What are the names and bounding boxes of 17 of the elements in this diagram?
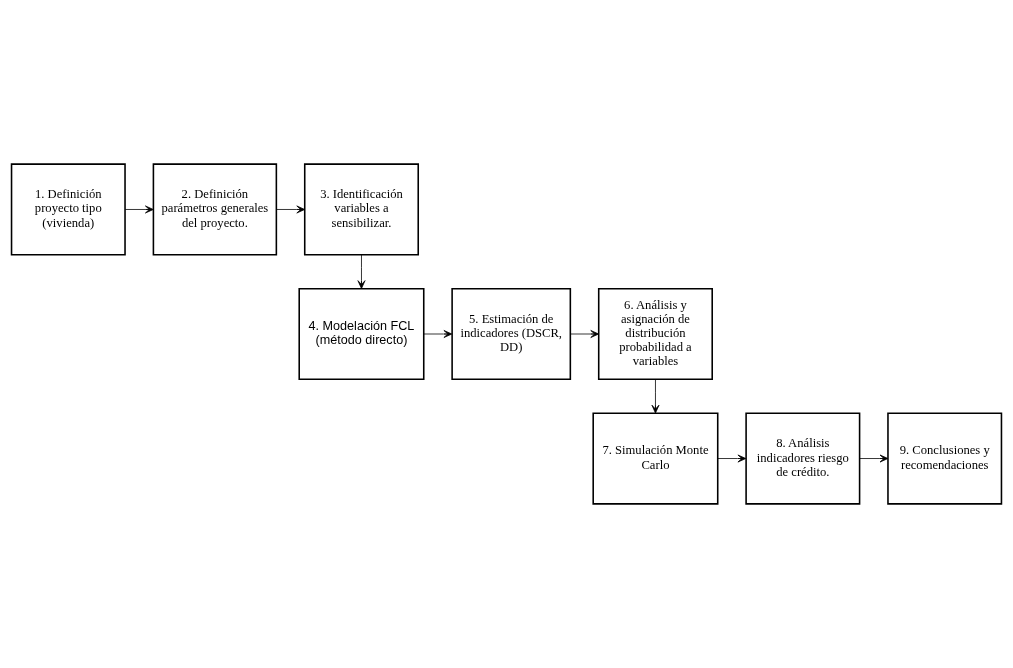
node-box: 7. Simulación Monte Carlo xyxy=(592,412,719,505)
arrow xyxy=(423,330,453,338)
node-box: 6. Análisis y asignación de distribución probabilidad a variables xyxy=(597,287,713,381)
node-box: 5. Estimación de indicadores (DSCR, DD) xyxy=(451,287,572,381)
arrow xyxy=(276,205,306,214)
arrow xyxy=(651,379,660,414)
node-box: 3. Identificación variables a sensibilizar. xyxy=(303,163,420,256)
arrow xyxy=(717,454,747,463)
node-box: 8. Análisis indicadores riesgo de crédito. xyxy=(745,412,861,505)
arrow xyxy=(570,330,600,338)
arrow xyxy=(124,205,154,214)
node-box: 4. Modelación FCL (método directo) xyxy=(298,287,425,381)
arrow xyxy=(357,254,366,289)
node-box: 9. Conclusiones y recomendaciones xyxy=(887,412,1003,505)
node-box: 1. Definición proyecto tipo (vivienda) xyxy=(10,163,126,256)
arrow xyxy=(859,454,889,463)
node-box: 2. Definición parámetros generales del proyecto. xyxy=(152,163,278,256)
